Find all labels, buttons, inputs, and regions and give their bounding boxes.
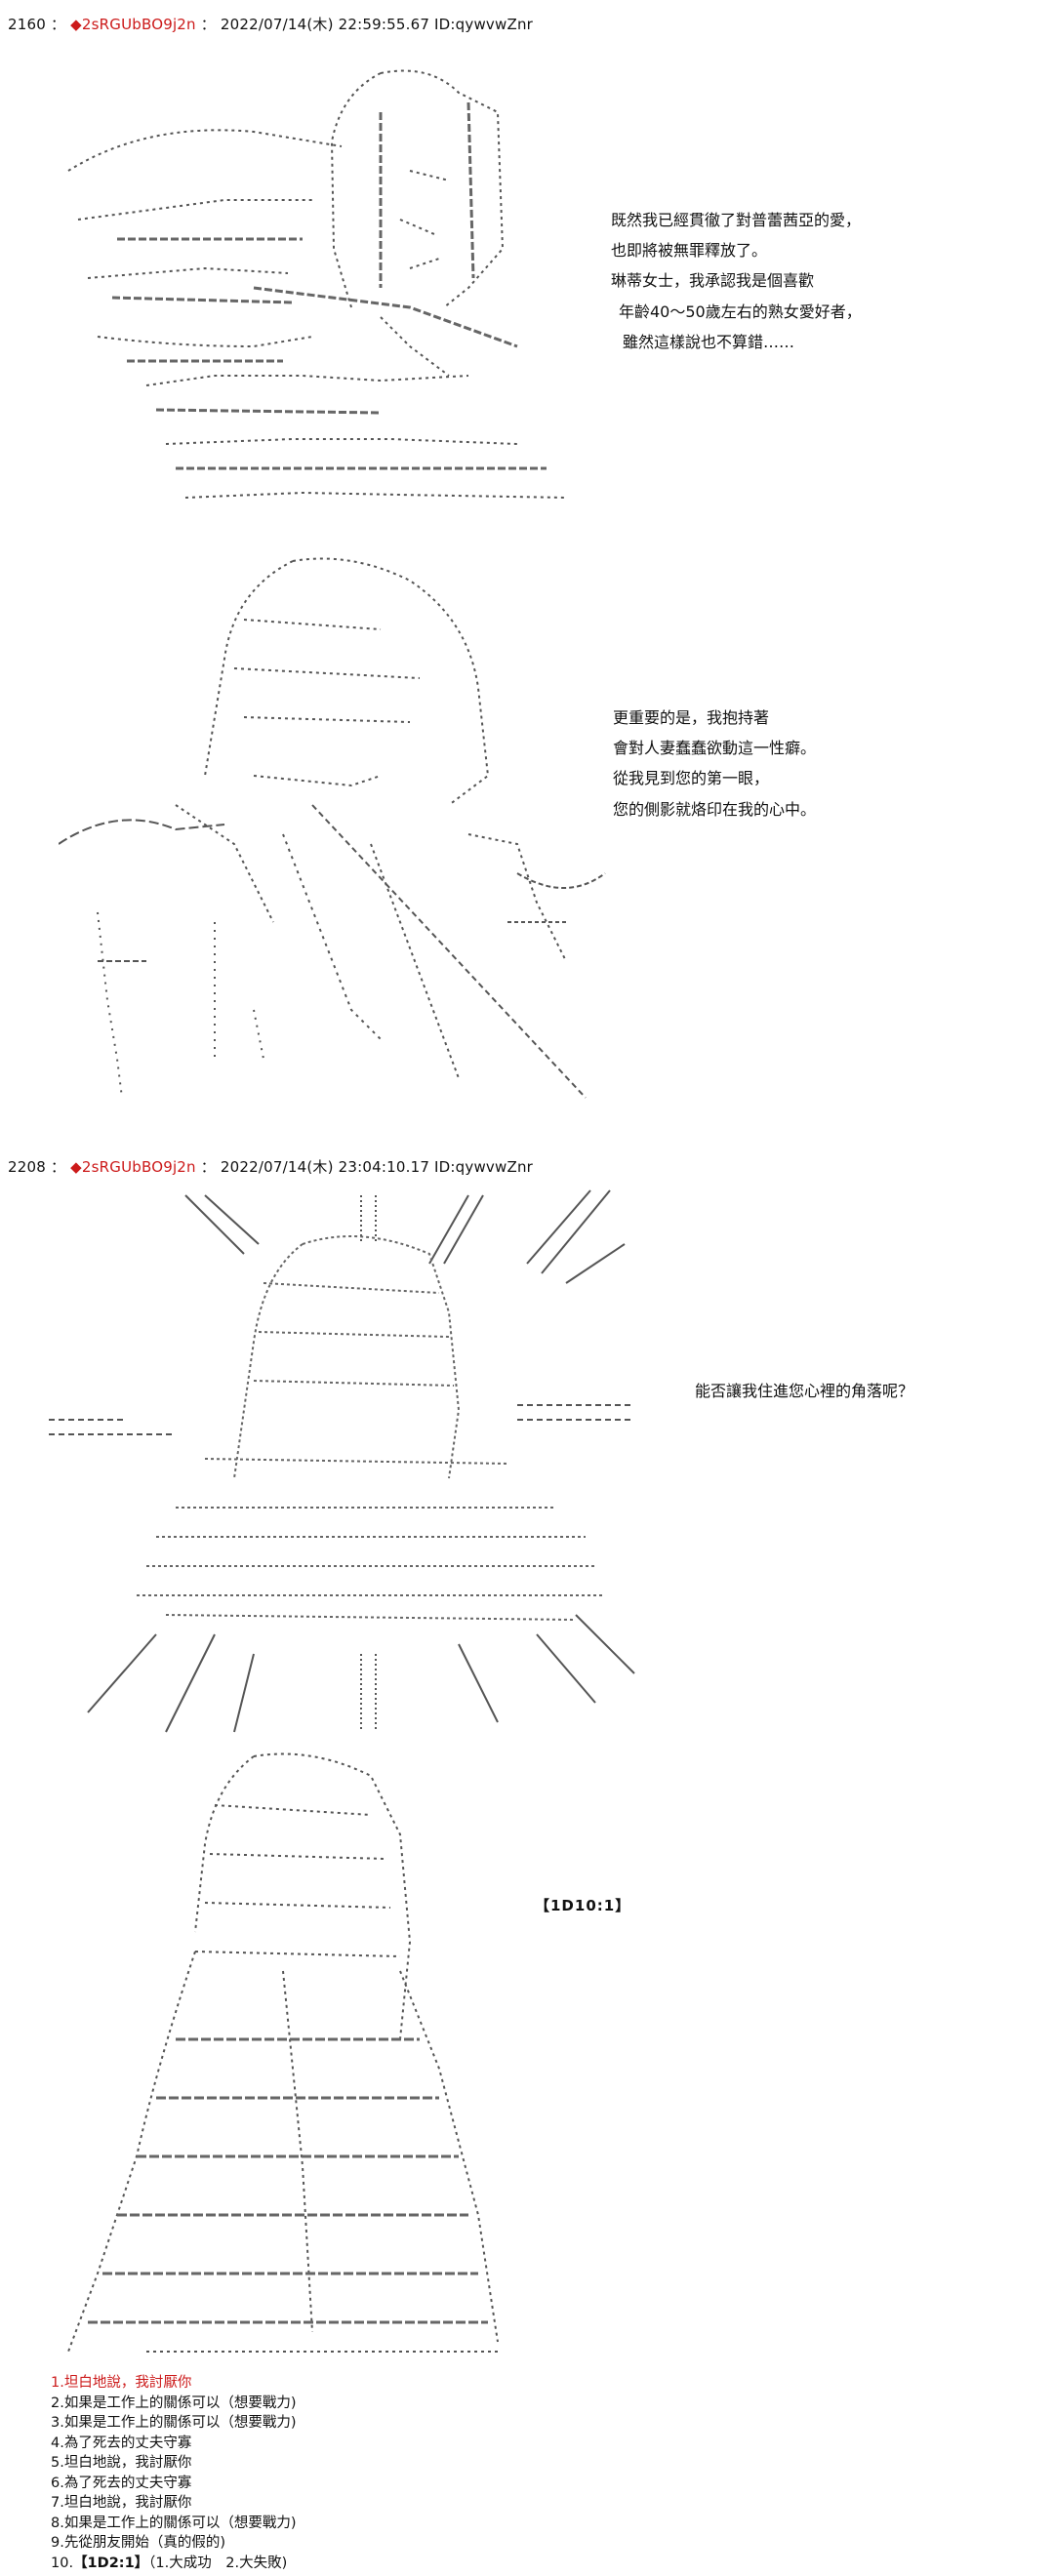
choice-item-4: 4.為了死去的丈夫守寡 [51,2435,192,2451]
ascii-art-figure-2 [59,557,606,1099]
caption-line: 琳蒂女士，我承認我是個喜歡 [611,271,815,291]
caption-line: 您的側影就烙印在我的心中。 [613,799,817,819]
choice-item-2: 2.如果是工作上的關係可以（想要戰力) [51,2395,297,2411]
caption-block-1: 既然我已經貫徹了對普蕾茜亞的愛， 也即將被無罪釋放了。 琳蒂女士，我承認我是個喜… [611,205,862,357]
ascii-art-panel-1 [59,54,605,532]
choice-list: 1.坦白地說，我討厭你 2.如果是工作上的關係可以（想要戰力) 3.如果是工作上… [51,2373,297,2573]
choice-10-dice: 【1D2:1】 [73,2555,149,2571]
caption-line: 能否讓我住進您心裡的角落呢？ [695,1382,914,1400]
ascii-art-panel-3 [49,1186,673,1742]
choice-item-8: 8.如果是工作上的關係可以（想要戰力) [51,2515,297,2531]
post-header-2160: 2160 ： ◆2sRGUbBO9j2n ： 2022/07/14(木) 22:… [8,16,534,33]
caption-line: 會對人妻蠢蠢欲動這一性癖。 [613,739,817,758]
ascii-art-figure-4 [67,1752,499,2353]
caption-line: 年齡40～50歲左右的熟女愛好者， [619,302,862,321]
poster-trip[interactable]: ◆2sRGUbBO9j2n [70,1158,196,1176]
poster-trip[interactable]: ◆2sRGUbBO9j2n [70,16,196,33]
ascii-art-panel-4 [49,1747,507,2361]
ascii-art-figure-3 [49,1189,635,1733]
caption-line: 雖然這樣說也不算錯…… [623,332,795,351]
post-datetime: 2022/07/14(木) 23:04:10.17 [220,1158,430,1176]
choice-10-prefix: 10. [51,2555,74,2571]
post-header-2208: 2208 ： ◆2sRGUbBO9j2n ： 2022/07/14(木) 23:… [8,1158,534,1176]
choice-item-7: 7.坦白地說，我討厭你 [51,2495,192,2511]
choice-item-1-selected: 1.坦白地說，我討厭你 [51,2375,192,2391]
caption-line: 更重要的是，我抱持著 [613,708,770,727]
caption-block-2: 更重要的是，我抱持著 會對人妻蠢蠢欲動這一性癖。 從我見到您的第一眼， 您的側影… [613,703,816,825]
post-number: 2160 [8,16,46,33]
choice-item-10: 10.【1D2:1】（1.大成功 2.大失敗) [51,2554,297,2574]
ascii-art-panel-2 [59,551,634,1107]
choice-item-9: 9.先從朋友開始（真的假的) [51,2535,225,2551]
ascii-art-figure-1 [67,69,567,499]
choice-item-6: 6.為了死去的丈夫守寡 [51,2475,192,2491]
choice-10-rest: （1.大成功 2.大失敗) [148,2555,288,2571]
dice-result: 【1D10:1】 [535,1897,631,1914]
choice-item-3: 3.如果是工作上的關係可以（想要戰力) [51,2415,297,2431]
caption-line: 既然我已經貫徹了對普蕾茜亞的愛， [611,211,862,229]
caption-line: 也即將被無罪釋放了。 [611,241,768,261]
post-id: ID:qywvwZnr [434,1158,534,1176]
choice-item-5: 5.坦白地說，我討厭你 [51,2455,192,2471]
caption-block-3: 能否讓我住進您心裡的角落呢？ [695,1376,913,1406]
post-number: 2208 [8,1158,46,1176]
post-id[interactable]: ID:qywvwZnr [434,16,534,33]
post-datetime: 2022/07/14(木) 22:59:55.67 [220,16,430,33]
caption-line: 從我見到您的第一眼， [613,769,770,788]
